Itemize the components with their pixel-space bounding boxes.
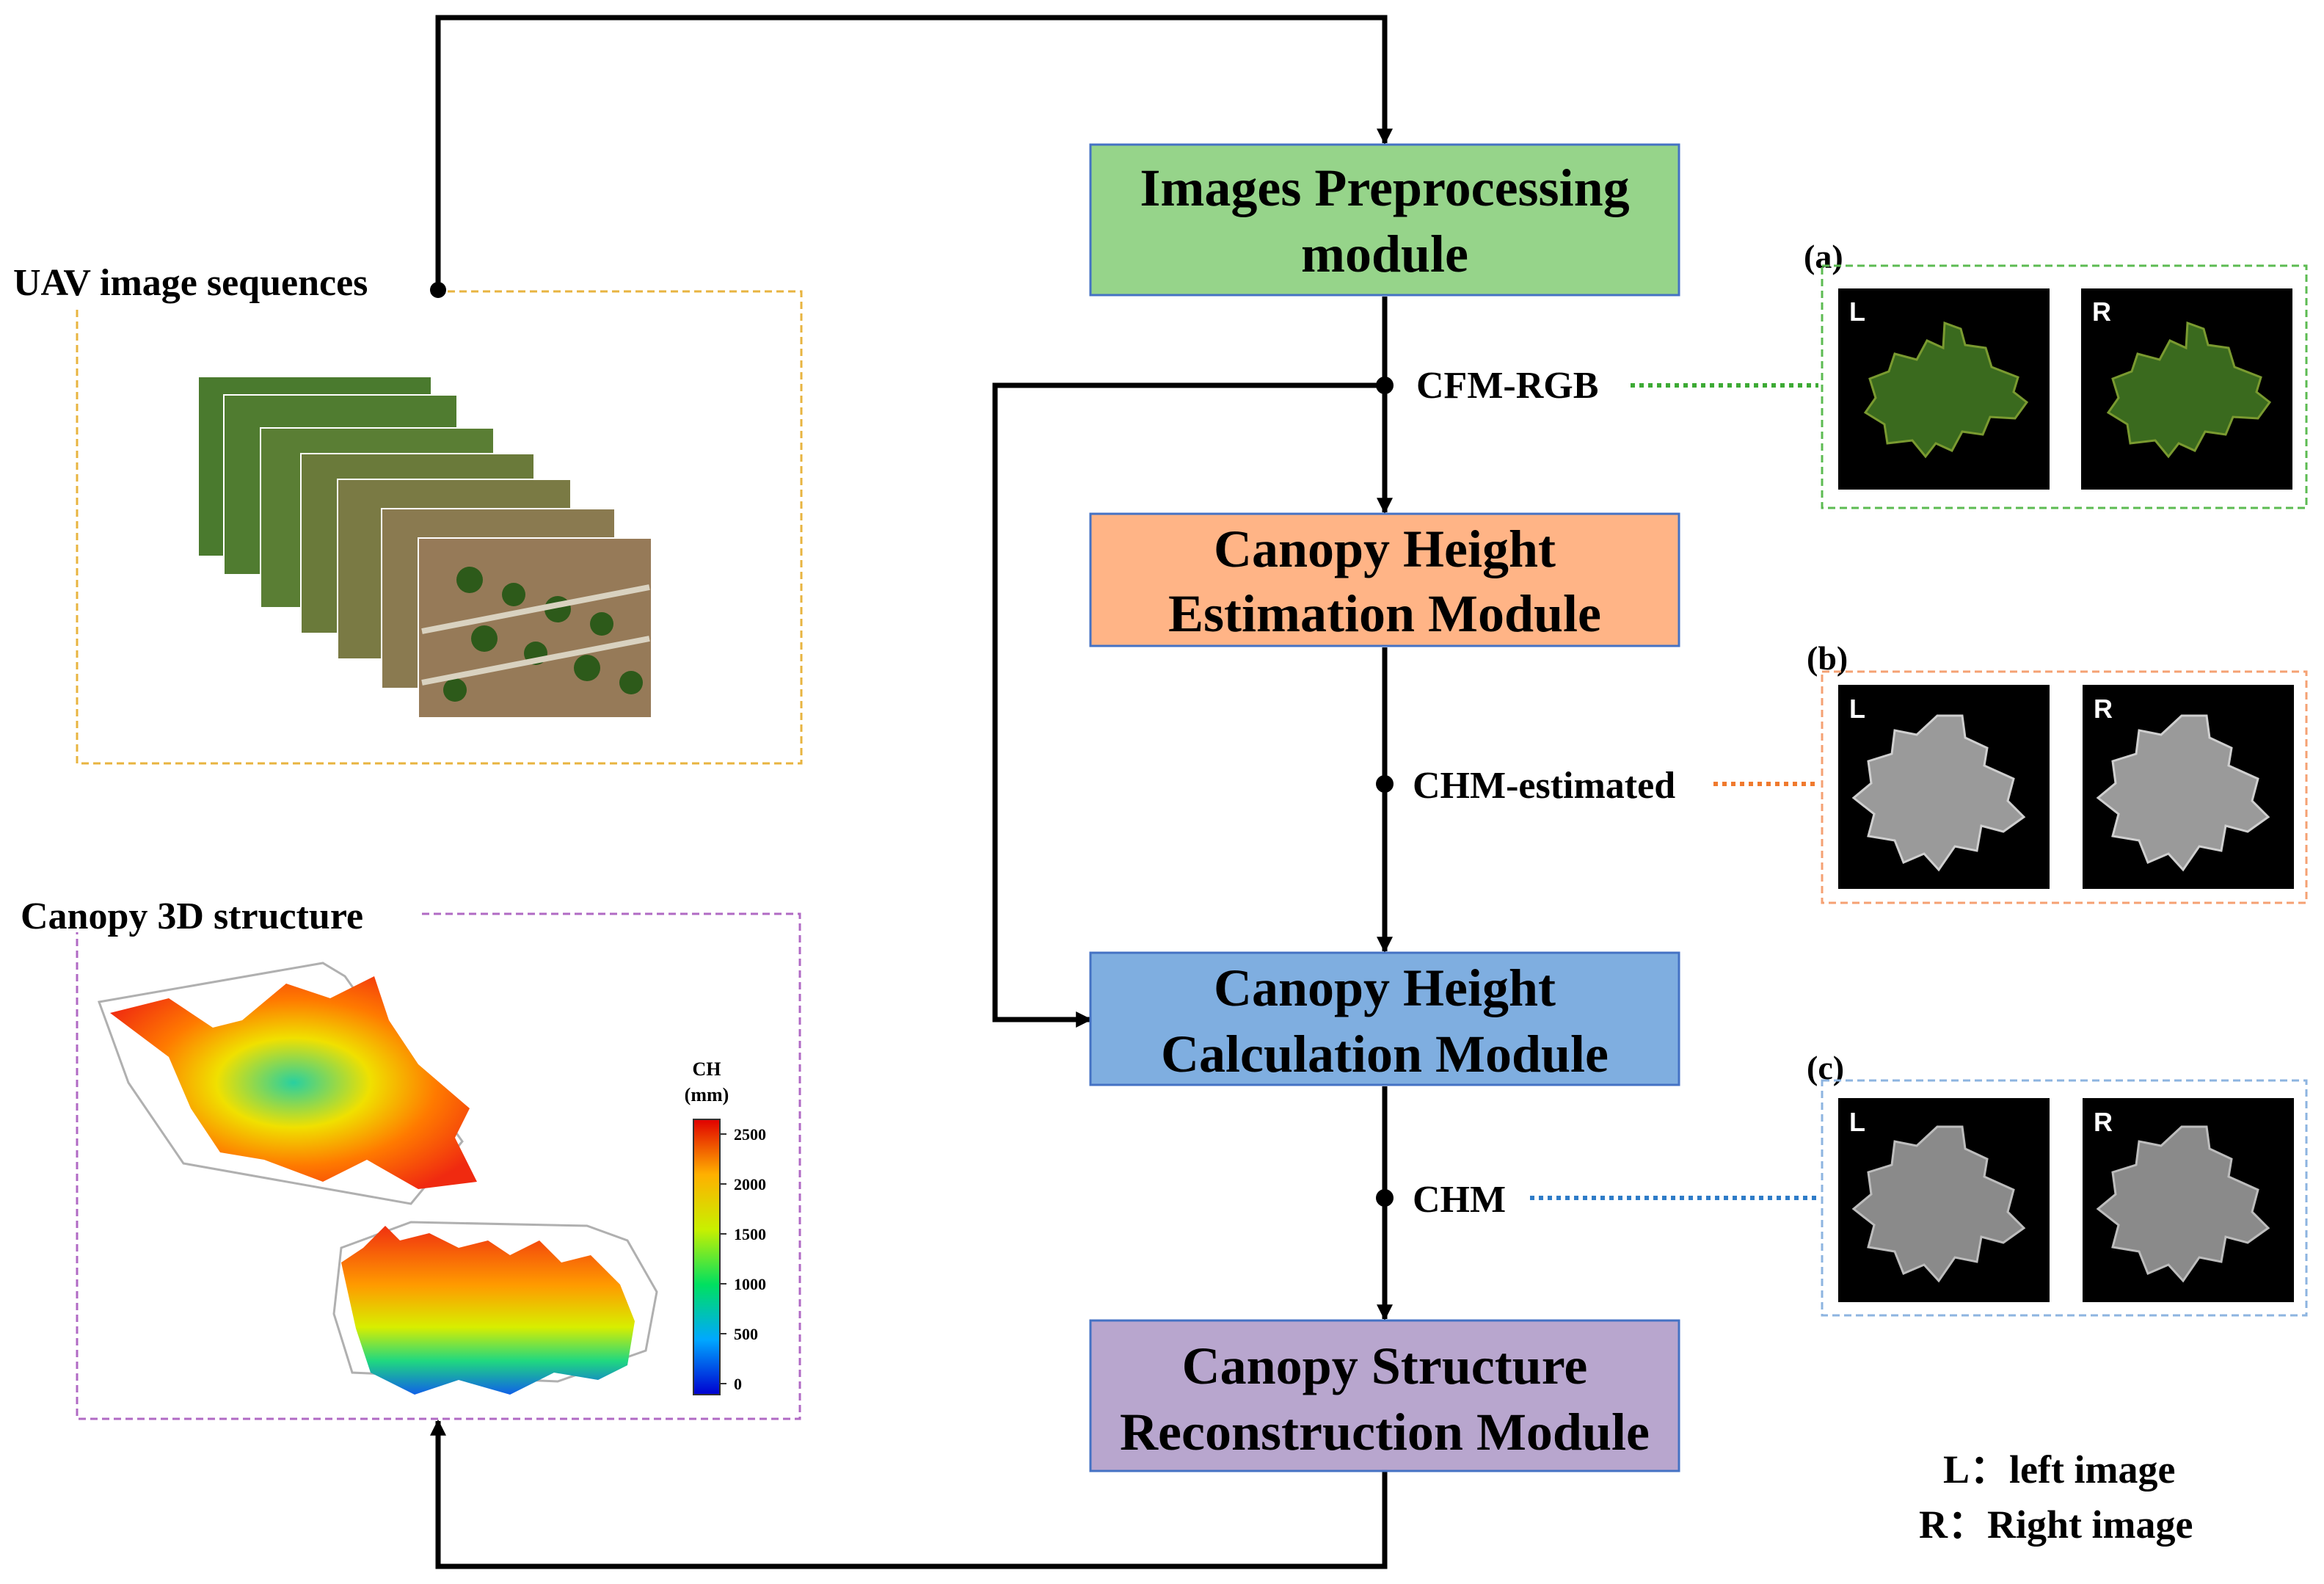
- module-box: [1089, 951, 1680, 1086]
- uav-label: UAV image sequences: [13, 262, 368, 304]
- colorbar-ticks: 2500 2000 1500 1000 500 0: [720, 1125, 766, 1393]
- module-title-line2: Calculation Module: [1161, 1025, 1609, 1083]
- right-canopy-chm: [2096, 1125, 2270, 1283]
- panel-frame: [1821, 264, 2308, 509]
- right-canopy-estimated: [2096, 714, 2270, 872]
- colorbar-tick-label: 1000: [734, 1275, 766, 1293]
- colorbar-tick-label: 1500: [734, 1225, 766, 1243]
- legend-right-image: R：Right image: [1919, 1503, 2193, 1547]
- colorbar-title-line1: CH: [693, 1058, 721, 1080]
- panel-a: (a) L R: [1804, 238, 2308, 509]
- canopy-cloud-top: [110, 976, 477, 1189]
- panel-b: (b) L R: [1807, 639, 2308, 904]
- output-label-cfm-rgb: CFM-RGB: [1416, 365, 1598, 407]
- cfm-rgb-junction-dot: [1376, 377, 1394, 394]
- uav-frame-stack: [197, 376, 652, 719]
- panel-tag: (a): [1804, 238, 1843, 275]
- module-title-line1: Images Preprocessing: [1140, 159, 1629, 217]
- canopy-3d-structure: Canopy 3D structure CH (mm) 2500 2000 1500…: [21, 895, 801, 1420]
- module-images-preprocessing: Images Preprocessing module: [1089, 143, 1680, 297]
- junction-dots: [430, 282, 1394, 1207]
- colorbar-tick-label: 500: [734, 1325, 758, 1343]
- canopy-hull-bottom: [332, 1221, 658, 1383]
- left-canopy-chm: [1851, 1125, 2026, 1283]
- module-title-line2: Estimation Module: [1168, 584, 1601, 643]
- canopy-frame: [76, 912, 801, 1420]
- left-canopy-estimated: [1851, 714, 2026, 872]
- cfm-rgb-to-calculation-arrow: [992, 382, 1385, 1028]
- canopy-cloud-bottom: [341, 1226, 635, 1395]
- panel-frame: [1821, 1079, 2308, 1317]
- output-connectors: [1530, 383, 1818, 1200]
- colorbar-tick-label: 2000: [734, 1175, 766, 1194]
- uav-junction-dot: [430, 282, 446, 298]
- left-image-tag: L: [1849, 297, 1865, 327]
- colorbar: CH (mm) 2500 2000 1500 1000 500 0: [685, 1058, 766, 1395]
- uav-image-sequences: UAV image sequences: [13, 262, 803, 765]
- module-canopy-height-calculation: Canopy Height Calculation Module: [1089, 951, 1680, 1086]
- module-title-line1: Canopy Height: [1214, 959, 1556, 1017]
- uav-to-preprocessing-arrow: [435, 15, 1393, 290]
- output-label-chm: CHM: [1413, 1179, 1506, 1221]
- colorbar-title-line2: (mm): [685, 1084, 729, 1105]
- colorbar-gradient: [693, 1119, 721, 1395]
- right-image-tag: R: [2092, 297, 2111, 327]
- module-box: [1089, 143, 1680, 297]
- reconstruction-to-canopy-arrow: [430, 1419, 1388, 1569]
- chm-estimated-junction-dot: [1376, 775, 1394, 793]
- module-box: [1089, 1319, 1680, 1472]
- module-title-line2: module: [1301, 225, 1468, 283]
- panel-c: (c) L R: [1807, 1049, 2308, 1317]
- module-title-line1: Canopy Height: [1214, 520, 1556, 578]
- legend-left-image: L：left image: [1943, 1447, 2175, 1492]
- colorbar-tick-label: 2500: [734, 1125, 766, 1144]
- right-image-tag: R: [2094, 1107, 2113, 1137]
- module-canopy-structure-reconstruction: Canopy Structure Reconstruction Module: [1089, 1319, 1680, 1472]
- canopy-label: Canopy 3D structure: [21, 895, 363, 937]
- module-title-line2: Reconstruction Module: [1120, 1403, 1650, 1461]
- right-canopy-rgb: [2106, 321, 2272, 459]
- uav-tree-rows: [443, 567, 643, 702]
- module-title-line1: Canopy Structure: [1182, 1337, 1588, 1395]
- panel-frame: [1821, 670, 2308, 904]
- module-box: [1089, 512, 1680, 647]
- uav-row-stripes: [421, 584, 650, 686]
- left-image-tag: L: [1849, 694, 1865, 724]
- right-image-tag: R: [2094, 694, 2113, 724]
- uav-frame: [76, 290, 803, 765]
- colorbar-tick-label: 0: [734, 1375, 742, 1393]
- output-label-chm-estimated: CHM-estimated: [1413, 765, 1675, 807]
- left-image-tag: L: [1849, 1107, 1865, 1137]
- left-canopy-rgb: [1863, 321, 2029, 459]
- chm-junction-dot: [1376, 1189, 1394, 1207]
- module-canopy-height-estimation: Canopy Height Estimation Module: [1089, 512, 1680, 647]
